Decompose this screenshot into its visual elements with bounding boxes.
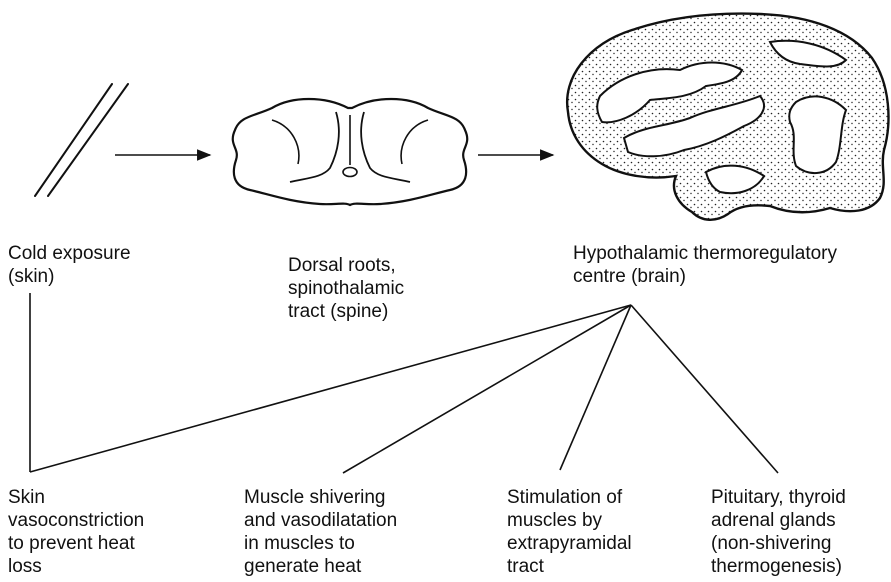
connector-brain-to-endocrine xyxy=(631,305,778,473)
response-extrapyramidal-stimulation: Stimulation of muscles by extrapyramidal… xyxy=(507,486,632,578)
connector-brain-to-skin-vasoconstriction xyxy=(30,305,631,472)
brain-icon xyxy=(567,14,888,220)
skin-icon xyxy=(35,84,128,196)
hypothalamic-centre-label: Hypothalamic thermoregulatory centre (br… xyxy=(573,242,837,288)
response-endocrine-thermogenesis: Pituitary, thyroid adrenal glands (non-s… xyxy=(711,486,846,578)
connector-brain-to-muscle-shivering xyxy=(343,305,631,473)
cold-exposure-label: Cold exposure (skin) xyxy=(8,242,131,288)
dorsal-roots-label: Dorsal roots, spinothalamic tract (spine… xyxy=(288,254,404,323)
response-skin-vasoconstriction: Skin vasoconstriction to prevent heat lo… xyxy=(8,486,144,578)
spinal-cord-icon xyxy=(233,99,467,205)
connector-brain-to-extrapyramidal xyxy=(560,305,631,470)
response-muscle-shivering: Muscle shivering and vasodilatation in m… xyxy=(244,486,397,578)
